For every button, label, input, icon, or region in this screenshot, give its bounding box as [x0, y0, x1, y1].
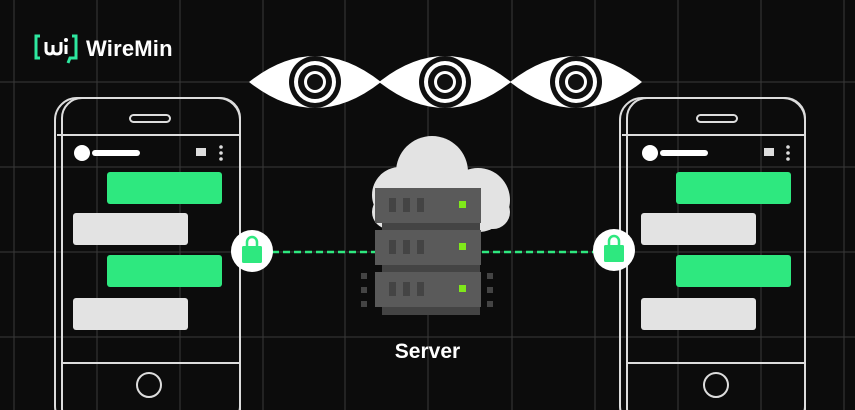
server-label: Server [394, 340, 461, 363]
wiremin-logo-icon [34, 34, 78, 64]
received-message-bubble [641, 298, 756, 330]
status-led [459, 201, 466, 292]
brand-name: WireMin [86, 36, 173, 61]
video-icon [764, 148, 774, 156]
lock-icon [231, 230, 273, 272]
server-icon [361, 188, 493, 315]
sent-message-bubble [107, 172, 222, 204]
sent-message-bubble [107, 255, 222, 287]
video-icon [196, 148, 206, 156]
eye-icon [379, 56, 511, 108]
sent-message-bubble [676, 255, 791, 287]
sent-message-bubble [676, 172, 791, 204]
received-message-bubble [641, 213, 756, 245]
eye-icon [249, 56, 381, 108]
eye-icon [510, 56, 642, 108]
received-message-bubble [73, 298, 188, 330]
brand: WireMin [34, 33, 173, 65]
more-icon [786, 145, 790, 161]
more-icon [219, 145, 223, 161]
phone-right-chat [641, 145, 791, 330]
phone-left-chat [73, 145, 223, 330]
lock-icon [593, 229, 635, 271]
received-message-bubble [73, 213, 188, 245]
